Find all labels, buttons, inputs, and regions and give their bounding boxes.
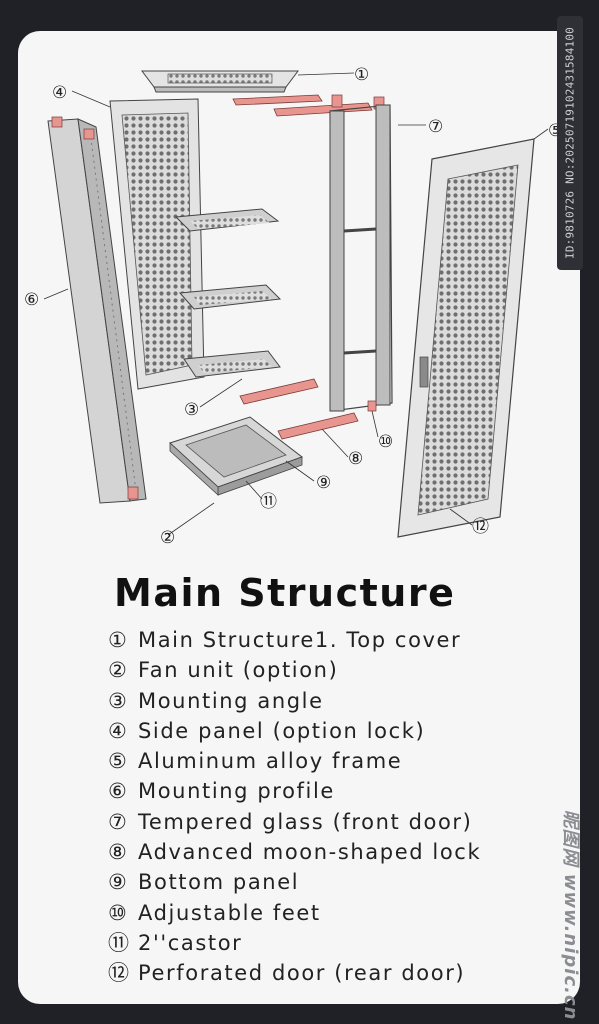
legend-list: ① Main Structure1. Top cover ② Fan unit (o… <box>108 625 481 989</box>
list-item: ⑪ 2''castor <box>108 928 481 958</box>
callout-12: ⑫ <box>472 517 489 537</box>
callout-10: ⑩ <box>378 432 393 452</box>
list-item: ⑨ Bottom panel <box>108 867 481 897</box>
legend-number: ⑤ <box>108 749 129 774</box>
legend-text: Advanced moon-shaped lock <box>138 840 482 865</box>
content-card: ① ② ③ ④ ⑤ ⑥ ⑦ ⑧ ⑨ ⑩ ⑪ ⑫ Main Structure ①… <box>18 31 580 1004</box>
legend-text: Main Structure1. Top cover <box>138 628 462 652</box>
leader-lines <box>43 72 549 536</box>
callout-8: ⑧ <box>348 449 363 469</box>
bottom-rails <box>239 378 359 440</box>
list-item: ④ Side panel (option lock) <box>108 716 481 746</box>
mounting-profile <box>47 116 147 504</box>
side-panel <box>109 98 205 390</box>
legend-text: Tempered glass (front door) <box>138 809 473 834</box>
legend-number: ⑦ <box>108 809 129 834</box>
page-title: Main Structure <box>114 571 456 615</box>
watermark-id: ID:9810726 NO:20250719102431584100 <box>557 16 583 270</box>
list-item: ⑥ Mounting profile <box>108 776 481 806</box>
bottom-panel <box>169 416 304 496</box>
top-cover <box>141 70 299 93</box>
exploded-cabinet-diagram: ① ② ③ ④ ⑤ ⑥ ⑦ ⑧ ⑨ ⑩ ⑪ ⑫ <box>24 65 563 548</box>
list-item: ② Fan unit (option) <box>108 655 481 685</box>
legend-number: ② <box>108 658 129 683</box>
shelves <box>174 208 282 378</box>
callout-9: ⑨ <box>316 473 331 493</box>
rear-door <box>397 138 535 538</box>
callout-3: ③ <box>184 400 199 420</box>
callout-2: ② <box>160 528 175 548</box>
list-item: ① Main Structure1. Top cover <box>108 625 481 655</box>
legend-number: ⑧ <box>108 840 129 865</box>
legend-number: ① <box>108 628 129 652</box>
callout-7: ⑦ <box>428 117 443 137</box>
legend-text: Adjustable feet <box>138 900 321 925</box>
legend-text: Perforated door (rear door) <box>138 961 466 986</box>
legend-text: Fan unit (option) <box>138 658 339 683</box>
callout-11: ⑪ <box>260 492 277 512</box>
list-item: ⑩ Adjustable feet <box>108 898 481 928</box>
top-rails <box>232 94 385 117</box>
legend-text: 2''castor <box>138 930 243 955</box>
watermark-id-text: ID:9810726 NO:20250719102431584100 <box>563 27 577 259</box>
legend-number: ④ <box>108 718 129 743</box>
watermark-site-text: 昵图网 www.nipic.cn <box>560 809 581 1021</box>
callout-6: ⑥ <box>24 290 39 310</box>
legend-text: Mounting profile <box>138 779 335 804</box>
legend-number: ⑪ <box>108 930 131 955</box>
aluminum-frame <box>329 104 393 412</box>
callout-1: ① <box>354 65 369 85</box>
legend-number: ③ <box>108 688 129 713</box>
legend-text: Mounting angle <box>138 688 324 713</box>
legend-number: ⑩ <box>108 900 129 925</box>
callout-4: ④ <box>52 83 67 103</box>
list-item: ⑫ Perforated door (rear door) <box>108 958 481 988</box>
legend-number: ⑨ <box>108 870 129 895</box>
legend-number: ⑥ <box>108 779 129 804</box>
list-item: ③ Mounting angle <box>108 686 481 716</box>
legend-text: Side panel (option lock) <box>138 718 426 743</box>
list-item: ⑤ Aluminum alloy frame <box>108 746 481 776</box>
legend-text: Aluminum alloy frame <box>138 749 403 774</box>
legend-number: ⑫ <box>108 961 131 986</box>
list-item: ⑧ Advanced moon-shaped lock <box>108 837 481 867</box>
list-item: ⑦ Tempered glass (front door) <box>108 807 481 837</box>
legend-text: Bottom panel <box>138 870 300 895</box>
watermark-site: 昵图网 www.nipic.cn <box>560 809 584 1021</box>
